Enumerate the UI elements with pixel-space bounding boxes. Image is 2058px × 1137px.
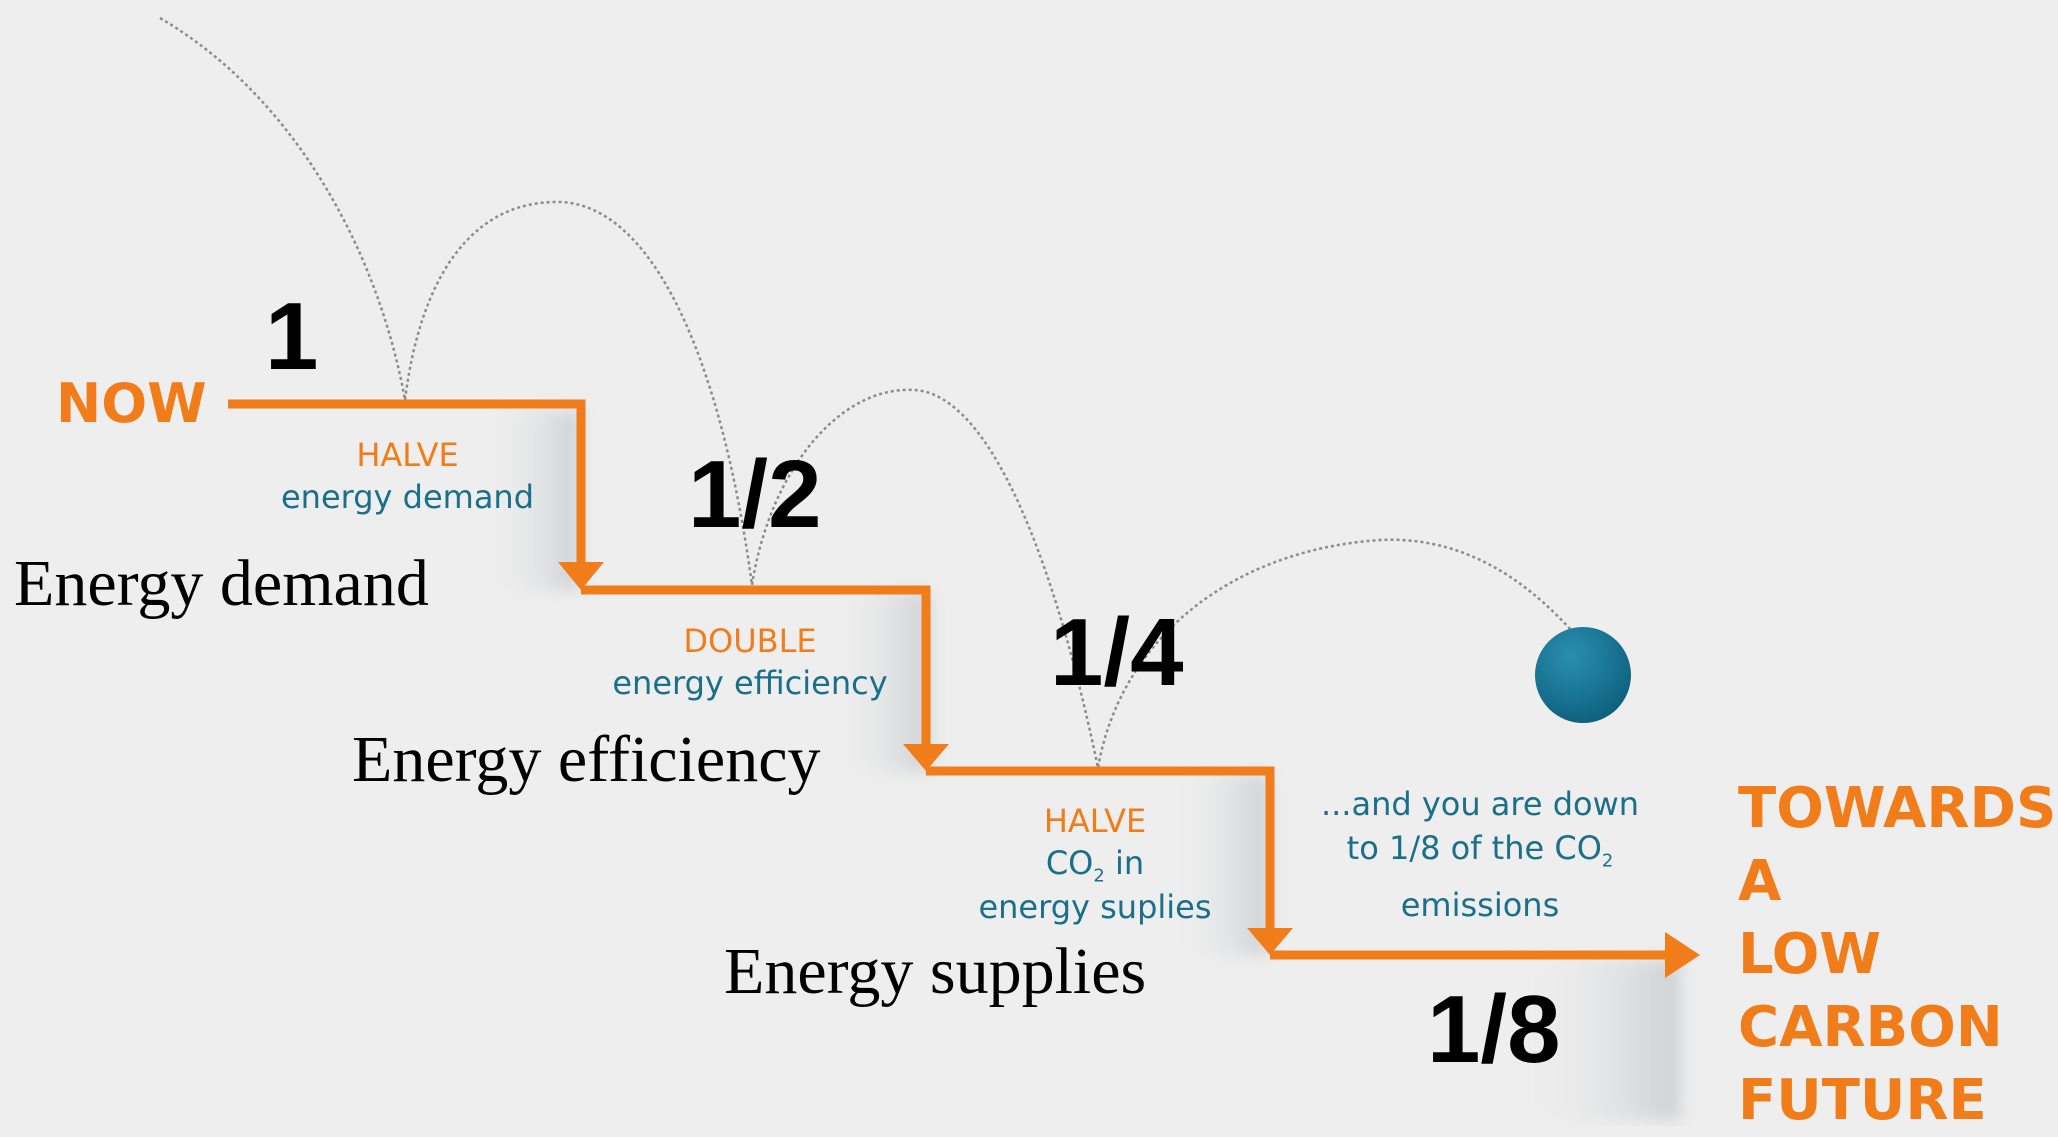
summary-line-2: to 1/8 of the CO2 [1346, 829, 1614, 872]
destination-label: TOWARDS A LOW CARBON FUTURE [1738, 772, 2056, 1137]
level-1-8: 1/8 [1427, 976, 1561, 1083]
level-1: 1 [265, 283, 319, 390]
step-3-detail-line2: energy suplies [978, 888, 1212, 927]
step-1-action: HALVE [356, 436, 459, 474]
step-1-detail: energy demand [280, 478, 535, 516]
step-shadows [480, 410, 1680, 1120]
step-2-detail: energy efficiency [612, 664, 888, 702]
staircase-line [228, 399, 1670, 960]
destination-line-3: LOW [1738, 922, 1882, 987]
step-2-caption: Energy efficiency [352, 723, 821, 796]
summary-line-3: emissions [1400, 886, 1560, 925]
destination-line-2: A [1738, 849, 1782, 914]
level-1-4: 1/4 [1050, 599, 1184, 706]
step-arrowhead-1 [558, 562, 604, 590]
destination-line-5: FUTURE [1738, 1068, 1987, 1133]
summary-line-1: ...and you are down [1320, 785, 1640, 823]
step-3-action: HALVE [1043, 802, 1147, 840]
ball [1535, 627, 1631, 723]
step-2-text: DOUBLE energy efficiency [600, 622, 900, 702]
destination-line-4: CARBON [1738, 995, 2003, 1060]
step-3-text: HALVE CO2 in energy suplies [955, 802, 1235, 926]
step-2-action: DOUBLE [683, 622, 817, 660]
step-1-caption: Energy demand [14, 547, 429, 620]
summary-text: ...and you are down to 1/8 of the CO2 em… [1300, 782, 1660, 927]
bounce-trajectory [159, 16, 1581, 769]
step-arrowhead-3 [1247, 928, 1293, 955]
destination-line-1: TOWARDS [1738, 776, 2057, 841]
step-1-text: HALVE energy demand [265, 436, 550, 516]
step-3-detail-line1: CO2 in [1045, 844, 1145, 887]
final-arrowhead [1665, 932, 1700, 978]
now-label: NOW [56, 372, 207, 435]
step-arrowhead-2 [903, 744, 949, 771]
step-3-caption: Energy supplies [724, 935, 1147, 1008]
level-1-2: 1/2 [688, 441, 822, 548]
